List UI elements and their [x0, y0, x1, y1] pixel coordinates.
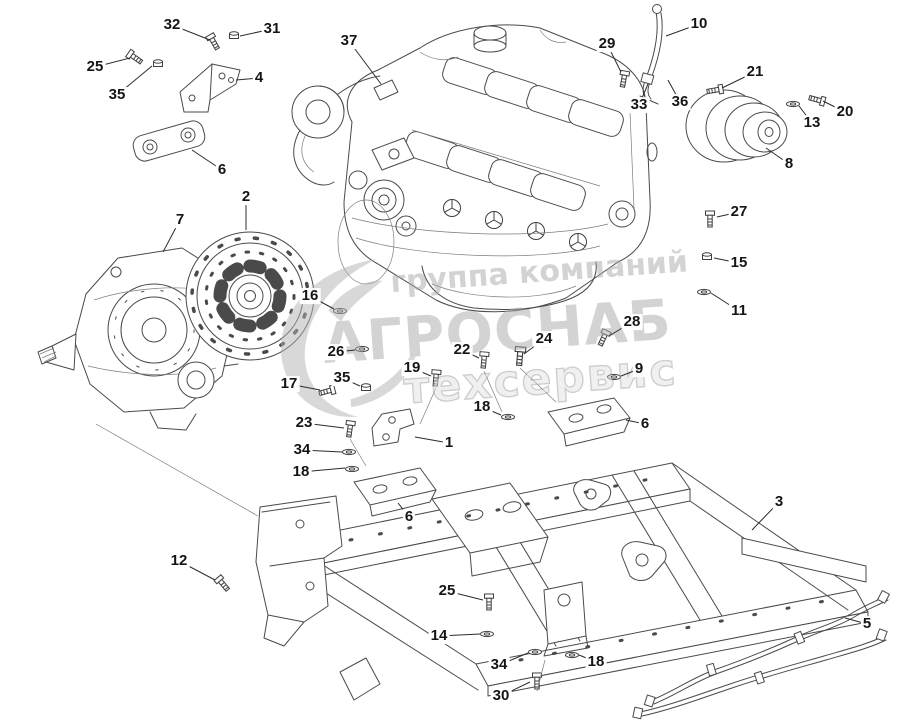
callout-label: 24: [533, 330, 555, 348]
cover-plate: [132, 120, 206, 162]
callout-label: 25: [84, 58, 106, 76]
callout-label: 10: [688, 15, 710, 33]
callout-label: 14: [428, 627, 450, 645]
callout-label: 34: [488, 656, 510, 674]
callout-label: 19: [401, 359, 423, 377]
turbocharger: [291, 75, 381, 186]
lifting-bracket: [373, 79, 399, 101]
callout-label: 28: [621, 313, 643, 331]
callout-label: 9: [632, 360, 646, 378]
callout-label: 29: [596, 35, 618, 53]
callout-label: 4: [252, 69, 266, 87]
callout-label: 34: [291, 441, 313, 459]
callout-label: 33: [628, 96, 650, 114]
oil-dipstick-tube: [639, 4, 663, 105]
callout-label: 15: [728, 254, 750, 272]
starter: [608, 200, 636, 228]
watermark: группа компаний АГРОСНАБ техсервис: [280, 244, 689, 417]
engine-mount-left: [353, 467, 437, 517]
callout-label: 3: [772, 493, 786, 511]
callout-label: 18: [290, 463, 312, 481]
callout-label: 5: [860, 615, 874, 633]
mounting-bracket-top: [179, 63, 241, 113]
callout-label: 16: [299, 287, 321, 305]
engine-mount-right: [547, 397, 631, 447]
callout-label: 25: [436, 582, 458, 600]
callout-label: 27: [728, 203, 750, 221]
callout-label: 6: [402, 508, 416, 526]
callout-label: 35: [331, 369, 353, 387]
side-bracket: [255, 495, 343, 647]
callout-label: 20: [834, 103, 856, 121]
callout-label: 8: [782, 155, 796, 173]
engine-assembly: [291, 24, 658, 313]
callout-label: 12: [168, 552, 190, 570]
callout-label: 37: [338, 32, 360, 50]
callout-label: 13: [801, 114, 823, 132]
callout-label: 26: [325, 343, 347, 361]
callout-label: 32: [161, 16, 183, 34]
callout-label: 23: [293, 414, 315, 432]
callout-label: 6: [215, 161, 229, 179]
drive-pulley: [685, 89, 788, 163]
callout-label: 22: [451, 341, 473, 359]
callout-label: 30: [490, 687, 512, 705]
callout-label: 6: [638, 415, 652, 433]
callout-label: 18: [471, 398, 493, 416]
callout-label: 1: [442, 434, 456, 452]
callout-label: 2: [239, 188, 253, 206]
oil-pan: [421, 261, 597, 311]
callout-label: 36: [669, 93, 691, 111]
callout-label: 11: [729, 302, 749, 320]
callout-label: 7: [173, 211, 187, 229]
mount-bracket: [371, 408, 415, 447]
subframe: [261, 462, 869, 701]
callout-label: 35: [106, 86, 128, 104]
callout-label: 18: [585, 653, 607, 671]
callout-label: 17: [278, 375, 300, 393]
callout-label: 21: [744, 63, 766, 81]
assembly-guide-line: [95, 423, 259, 517]
fastener-hardware: [125, 31, 827, 692]
fuel-lines: [632, 590, 890, 720]
callout-label: 31: [261, 20, 283, 38]
